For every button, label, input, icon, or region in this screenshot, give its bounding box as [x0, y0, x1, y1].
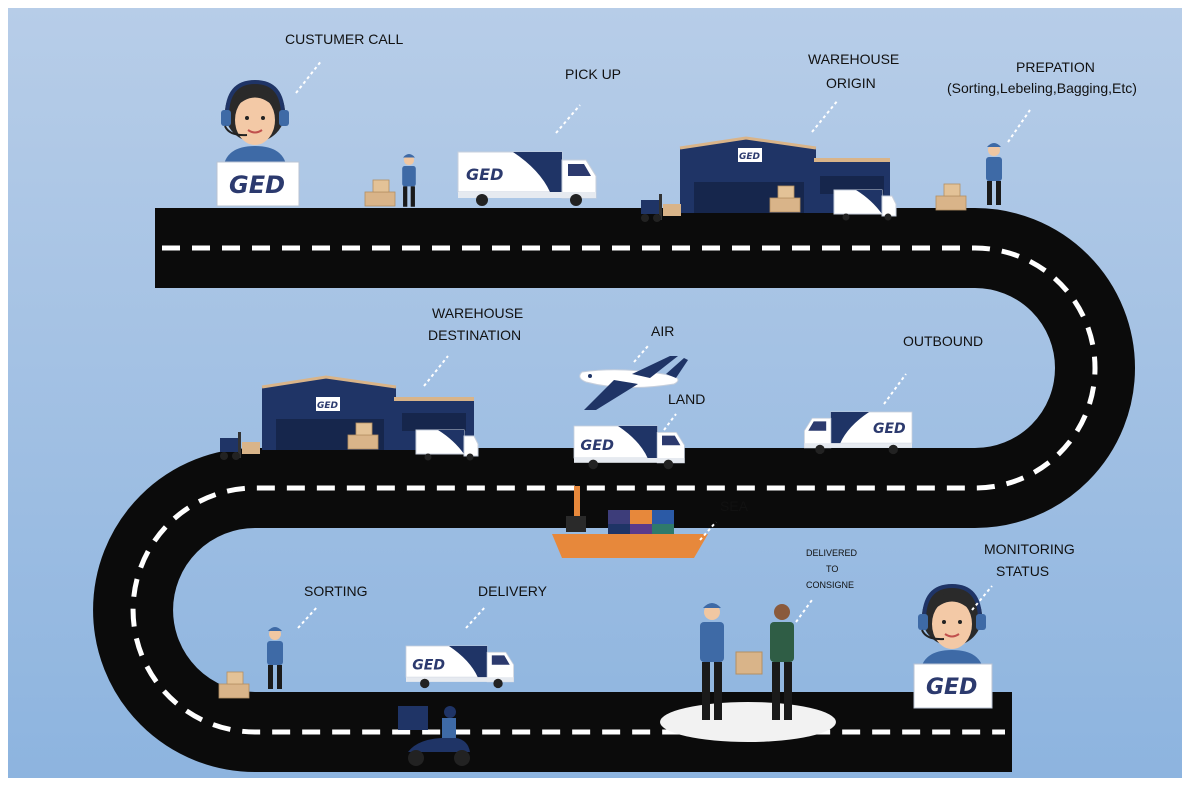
outbound-pointer [883, 373, 907, 405]
label-sea: SEA [720, 498, 749, 514]
label-warehouse-destination-1: WAREHOUSE [432, 305, 523, 321]
svg-text:GED: GED [739, 152, 761, 162]
handover-icon [700, 603, 794, 720]
label-sorting: SORTING [304, 583, 368, 599]
label-preparation-2: (Sorting,Lebeling,Bagging,Etc) [947, 80, 1137, 96]
label-outbound: OUTBOUND [903, 333, 983, 349]
airplane-icon [579, 356, 688, 410]
label-warehouse-origin-1: WAREHOUSE [808, 51, 899, 67]
sky-background [8, 8, 1182, 778]
customer-call-agent-icon: GED [216, 80, 300, 207]
land-truck-icon: GED [573, 425, 685, 470]
pickup-truck-icon: GED [457, 151, 597, 207]
warehouse-destination-pointer [423, 355, 449, 387]
svg-text:GED: GED [229, 171, 285, 199]
road [93, 208, 1135, 772]
delivered-pointer [795, 599, 813, 623]
sea-pointer [699, 521, 717, 541]
monitoring-agent-icon: GED [913, 584, 993, 709]
svg-text:GED: GED [317, 401, 339, 411]
delivery-pointer [465, 605, 487, 629]
label-land: LAND [668, 391, 705, 407]
scooter-courier-icon [398, 706, 470, 766]
label-air: AIR [651, 323, 674, 339]
svg-text:GED: GED [466, 165, 503, 184]
label-delivered-2: TO [826, 564, 838, 574]
warehouse-destination-icon: GED [261, 375, 474, 450]
outbound-truck-logo: GED [873, 421, 906, 437]
cargo-ship-icon [552, 486, 708, 558]
preparation-pointer [1007, 109, 1031, 143]
warehouse-origin-pointer [811, 99, 839, 133]
forklift-icon [641, 194, 681, 222]
destination-forklift-icon [220, 432, 260, 460]
label-warehouse-origin-2: ORIGIN [826, 75, 876, 91]
label-preparation-1: PREPATION [1016, 59, 1095, 75]
svg-text:GED: GED [580, 438, 614, 454]
svg-text:GED: GED [926, 675, 977, 700]
delivery-truck-icon: GED [405, 645, 515, 689]
label-delivery: DELIVERY [478, 583, 548, 599]
label-delivered-1: DELIVERED [806, 548, 858, 558]
label-monitoring-2: STATUS [996, 563, 1049, 579]
sorting-pointer [297, 605, 319, 629]
label-delivered-3: CONSIGNE [806, 580, 854, 590]
label-customer-call: CUSTUMER CALL [285, 31, 403, 47]
label-monitoring-1: MONITORING [984, 541, 1075, 557]
handover-spotlight [660, 702, 836, 742]
pick-up-pointer [555, 104, 581, 134]
monitoring-pointer [971, 585, 993, 611]
svg-text:GED: GED [412, 657, 445, 673]
label-warehouse-destination-2: DESTINATION [428, 327, 521, 343]
label-pick-up: PICK UP [565, 66, 621, 82]
customer-call-pointer [295, 59, 323, 94]
